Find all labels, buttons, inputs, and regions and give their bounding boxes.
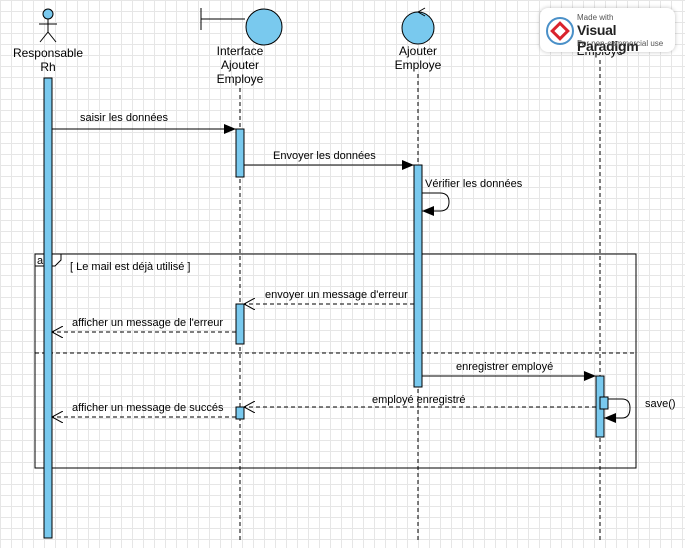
actor-label-line2: Rh — [40, 60, 55, 74]
boundary-label-line3: Employe — [217, 72, 264, 86]
activation-interface-3 — [235, 406, 245, 420]
control-circle — [401, 11, 435, 45]
actor-label-line1: Responsable — [13, 46, 83, 60]
activation-interface-2 — [235, 303, 245, 345]
msg-afficher-succes-label: afficher un message de succés — [72, 402, 224, 414]
actor-responsable-rh[interactable]: Responsable Rh — [13, 8, 83, 74]
msg-saisir-donnees-label: saisir les données — [80, 112, 169, 124]
boundary-interface-ajouter-employe[interactable]: Interface Ajouter Employe — [200, 8, 283, 86]
boundary-label-line1: Interface — [217, 44, 264, 58]
activation-actor — [43, 77, 53, 539]
msg-verifier-donnees-label: Vérifier les données — [425, 178, 523, 190]
actor-head — [42, 8, 54, 20]
msg-save — [604, 398, 631, 423]
alt-guard: [ Le mail est déjà utilisé ] — [70, 261, 190, 273]
activation-interface-1 — [235, 128, 245, 178]
msg-employe-enregistre-label: employé enregistré — [372, 394, 466, 406]
boundary-circle — [245, 8, 283, 46]
alt-fragment: alt [ Le mail est déjà utilisé ] — [34, 253, 637, 469]
boundary-label-line2: Ajouter — [221, 58, 259, 72]
watermark-note: For non-commercial use — [577, 39, 664, 48]
control-arrowhead — [417, 7, 426, 17]
msg-envoyer-erreur-label: envoyer un message d'erreur — [265, 289, 408, 301]
msg-verifier-donnees — [422, 192, 450, 216]
actor-right-leg — [47, 31, 57, 43]
activation-control — [413, 164, 423, 388]
control-label-line2: Employe — [395, 58, 442, 72]
msg-save-label: save() — [645, 398, 676, 410]
control-ajouter-employe[interactable]: Ajouter Employe — [395, 7, 442, 72]
msg-afficher-erreur-label: afficher un message de l'erreur — [72, 317, 223, 329]
activation-entity-self — [599, 396, 609, 410]
visual-paradigm-watermark: Made with Visual Paradigm For non-commer… — [540, 8, 675, 54]
visual-paradigm-logo-icon — [546, 17, 574, 45]
msg-enregistrer-employe-label: enregistrer employé — [456, 361, 553, 373]
watermark-brand: Visual Paradigm — [577, 22, 639, 54]
alt-operator: alt — [37, 255, 49, 267]
watermark-made-with: Made with — [577, 13, 614, 22]
control-label-line1: Ajouter — [399, 44, 437, 58]
alt-frame — [34, 253, 637, 469]
msg-envoyer-donnees-label: Envoyer les données — [273, 150, 376, 162]
actor-left-leg — [39, 31, 49, 43]
